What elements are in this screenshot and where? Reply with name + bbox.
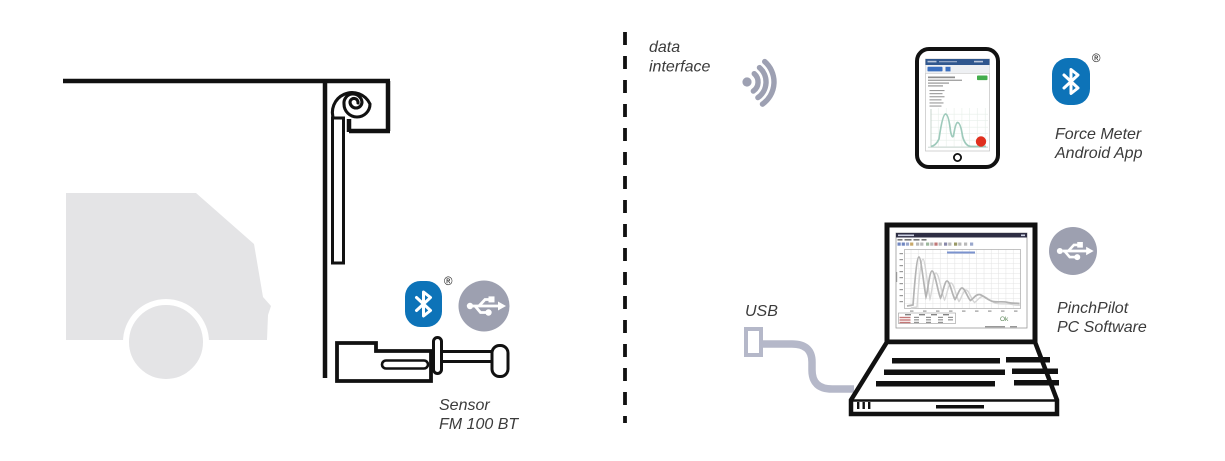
keyboard [857,357,1059,409]
tablet-chart-curve [930,113,986,148]
roller-shutter [63,78,391,378]
laptop-base [848,339,1060,417]
usb-connector [744,327,763,357]
registered-mark: ® [1092,53,1101,65]
data-interface-label-line2: interface [649,59,710,76]
results-table: Ok [898,312,1017,328]
laptop: Ok [848,222,1060,417]
tablet-app-header [925,59,990,65]
truck-body [66,193,271,340]
home-button [953,152,963,162]
sensor-device [335,336,510,383]
status-badge [977,75,988,81]
sensor-handle-knob [490,344,510,378]
tablet [915,47,1000,169]
sensor-crossbar [432,336,443,375]
sensor-plunger-rod [439,350,494,363]
menu-bar [897,239,927,241]
sensor-label-line2: FM 100 BT [439,416,519,433]
data-interface-label-line1: data [649,39,680,56]
tablet-screen [925,58,990,152]
shutter-slat [331,116,345,265]
tablet-toolbar [925,65,990,73]
usb-cable [762,340,854,393]
tablet-text-lines [928,76,962,107]
record-button [975,136,987,147]
pc-chart-curve-echo [910,258,1021,309]
shutter-coil [330,91,372,122]
tablet-chart [928,108,988,148]
usb-label: USB [745,303,778,320]
bluetooth-icon [405,281,442,327]
android-app-label-line2: Android App [1054,145,1143,162]
android-app-label-line1: Force Meter [1055,126,1142,143]
usb-icon [1049,227,1097,275]
coil-housing [346,81,391,134]
ok-label: Ok [1000,316,1009,323]
pc-software-window: Ok [895,232,1028,329]
wireless-signal-icon [742,58,777,107]
sensor-slot [380,359,430,370]
truck-silhouette [66,193,271,385]
sensor-label-line1: Sensor [439,397,490,414]
registered-mark: ® [444,276,453,288]
usb-icon [458,280,510,332]
pc-software-label-line1: PinchPilot [1057,300,1129,317]
truck-wheel [123,299,209,385]
pc-software-label-line2: PC Software [1057,319,1147,336]
toolbar-icons [897,242,974,246]
pc-chart-curve [906,256,1020,307]
bluetooth-icon [1052,58,1090,105]
pc-chart [896,249,1021,312]
